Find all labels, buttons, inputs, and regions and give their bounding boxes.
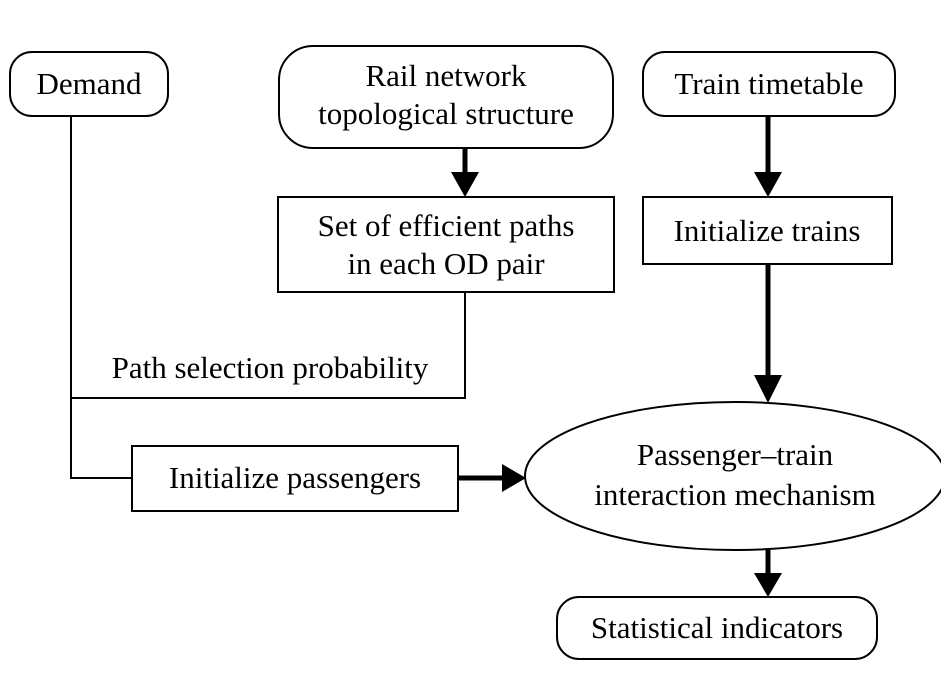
node-train-timetable	[642, 51, 896, 117]
node-statistical-indicators	[556, 596, 878, 660]
arrows	[458, 116, 771, 576]
node-interaction	[524, 401, 941, 551]
initialize-trains-label: Initialize trains	[674, 213, 861, 248]
arrowhead-passengers-to-interaction	[502, 464, 526, 492]
arrowhead-rail-to-paths	[451, 172, 479, 197]
interaction-label-line-2: interaction mechanism	[594, 477, 875, 512]
statistical-indicators-label: Statistical indicators	[591, 610, 843, 645]
node-efficient-paths	[277, 196, 615, 293]
rail-network-label-line-1: Rail network	[366, 58, 527, 93]
train-timetable-label: Train timetable	[674, 66, 863, 101]
interaction-label-line-1: Passenger–train	[637, 437, 834, 472]
connector-lines	[70, 116, 466, 479]
path-selection-label: Path selection probability	[112, 350, 429, 385]
efficient-paths-label-line-1: Set of efficient paths	[318, 208, 575, 243]
node-labels: Demand Rail network topological structur…	[36, 58, 875, 645]
node-demand	[9, 51, 169, 117]
node-initialize-trains	[642, 196, 893, 265]
arrowhead-timetable-to-trains	[754, 172, 782, 197]
arrowhead-interaction-to-statistics	[754, 573, 782, 597]
connector-paths-to-demand-line	[71, 292, 466, 399]
arrowhead-trains-to-interaction	[754, 375, 782, 403]
demand-label: Demand	[36, 66, 142, 101]
efficient-paths-label-line-2: in each OD pair	[347, 246, 545, 281]
node-rail-network	[278, 45, 614, 149]
arrowheads	[451, 172, 782, 597]
node-initialize-passengers	[131, 445, 459, 512]
rail-network-label-line-2: topological structure	[318, 96, 574, 131]
initialize-passengers-label: Initialize passengers	[169, 460, 421, 495]
connector-demand-to-passengers	[70, 116, 132, 479]
